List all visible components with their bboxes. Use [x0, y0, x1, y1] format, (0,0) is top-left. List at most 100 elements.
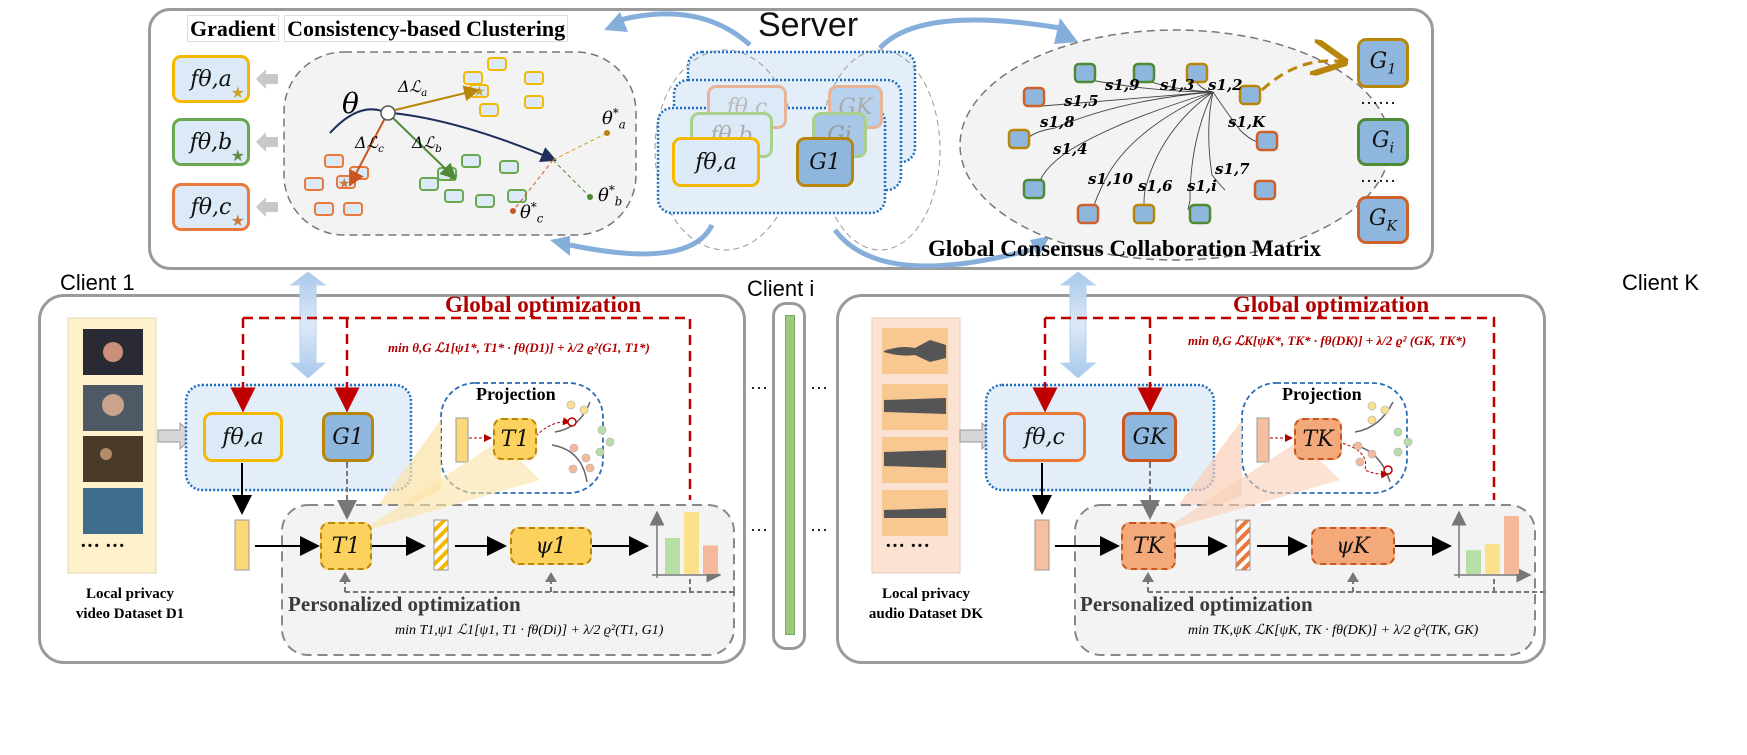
star-icon: ★ — [230, 146, 245, 165]
client-k-personal-panel — [1074, 504, 1536, 656]
theta-point — [380, 105, 396, 121]
optimum-a-sub: a — [618, 117, 626, 132]
client-1-personal-panel — [281, 504, 735, 656]
global-group-k-label: GK — [1368, 205, 1398, 235]
clustering-region — [283, 51, 637, 236]
video-thumbnails — [83, 329, 143, 534]
stack-front-f-label: fθ,a — [695, 149, 737, 175]
stack-front-g-box: G1 — [796, 137, 854, 187]
client-k-projection-t-box: TK — [1294, 418, 1342, 460]
star-icon: ★ — [230, 211, 245, 230]
audio-waveforms — [882, 328, 948, 536]
cluster-model-b: fθ,b★ — [172, 118, 250, 166]
ellipsis: …… — [1360, 88, 1396, 108]
cluster-model-b-label: fθ,b — [189, 129, 233, 155]
output-bar — [1466, 550, 1481, 574]
client-k-g-box: GK — [1122, 412, 1177, 462]
optimum-a-label: θ*a — [602, 106, 626, 132]
client-k-t-label: TK — [1132, 533, 1165, 559]
global-group-i: Gi — [1357, 118, 1409, 166]
client-k-title: Client K — [1622, 270, 1700, 295]
delta-c-sub: c — [378, 143, 384, 156]
gray-arrow-icons — [256, 69, 278, 217]
client-1-psi-box: ψ1 — [510, 527, 592, 565]
similarity-label: s1,6 — [1138, 177, 1173, 195]
similarity-label: s1,i — [1187, 177, 1217, 195]
optimum-c-text: θ — [520, 202, 531, 223]
star-icon: ★ — [338, 177, 351, 192]
similarity-label: s1,5 — [1064, 92, 1099, 110]
similarity-label: s1,10 — [1088, 170, 1133, 188]
cluster-model-c-label: fθ,c — [190, 194, 232, 220]
client-1-personal-opt-title: Personalized optimization — [288, 592, 521, 616]
similarity-label: s1,7 — [1215, 160, 1250, 178]
client-1-g-box: G1 — [322, 412, 374, 462]
client-1-t-box: T1 — [320, 522, 372, 570]
delta-c-label: Δℒc — [355, 133, 384, 155]
similarity-label: s1,K — [1228, 113, 1266, 131]
clustering-title-part2: Consistency-based Clustering — [284, 15, 569, 42]
client-k-dataset-line2: audio Dataset DK — [868, 606, 984, 622]
optimum-b-text: θ — [598, 185, 609, 206]
ellipsis: ··· — [750, 520, 768, 540]
client-1-global-opt-title: Global optimization — [445, 292, 642, 317]
cluster-a-points — [463, 57, 544, 117]
star-icon: ★ — [230, 83, 245, 102]
client-k-f-box: fθ,c — [1003, 412, 1086, 462]
ellipsis: ··· — [810, 378, 828, 398]
client-k-global-opt-title: Global optimization — [1233, 292, 1430, 317]
client-k-f-label: fθ,c — [1024, 424, 1065, 450]
ellipsis: ··· — [750, 378, 768, 398]
client-1-dataset-label: Local privacy video Dataset D1 — [50, 584, 210, 624]
client-k-global-opt-formula: min θ,G ℒK[ψK*, TK* · fθ(DK)] + λ/2 ϱ² (… — [1188, 333, 1467, 348]
client-k-output-bars — [1466, 516, 1519, 574]
client-k-psi-label: ψK — [1336, 533, 1370, 559]
delta-b-label: Δℒb — [412, 133, 442, 155]
cluster-model-c: fθ,c★ — [172, 183, 250, 231]
client-1-personal-opt-formula: min T1,ψ1 ℒ1[ψ1, T1 · fθ(Di)] + λ/2 ϱ²(T… — [395, 623, 664, 638]
similarity-label: s1,8 — [1040, 113, 1075, 131]
client-k-projection-title: Projection — [1282, 384, 1362, 404]
similarity-label: s1,2 — [1208, 76, 1243, 94]
similarity-label: s1,9 — [1105, 76, 1140, 94]
cluster-model-a: fθ,a★ — [172, 55, 250, 103]
client-k-dataset-more: ··· ··· — [885, 535, 931, 557]
client-k-t-box: TK — [1121, 522, 1176, 570]
clustering-title-part1: Gradient — [187, 15, 279, 42]
output-bar — [1485, 543, 1500, 574]
clustering-title: Gradient Consistency-based Clustering — [187, 15, 569, 42]
client-k-g-label: GK — [1132, 424, 1167, 450]
client-1-dataset-line1: Local privacy — [86, 586, 174, 602]
cluster-model-a-label: fθ,a — [190, 66, 232, 92]
optimum-b-label: θ*b — [598, 183, 622, 209]
client-k-dataset-line1: Local privacy — [882, 586, 970, 602]
global-group-1: G1 — [1357, 38, 1409, 88]
client-1-f-label: fθ,a — [222, 424, 264, 450]
server-client-arrows — [289, 271, 1097, 379]
optimum-a-sup: * — [612, 106, 619, 120]
client-1-psi-label: ψ1 — [535, 533, 567, 559]
server-flow-arrows — [569, 11, 1061, 269]
output-bar — [703, 545, 718, 574]
ellipsis: …… — [1360, 166, 1396, 186]
delta-c-text: Δℒ — [355, 133, 379, 152]
output-bar — [1504, 516, 1519, 574]
theta-label: θ — [342, 87, 359, 120]
similarity-label: s1,4 — [1053, 140, 1088, 158]
client-1-t-label: T1 — [331, 533, 361, 559]
consensus-nodes — [1007, 62, 1279, 225]
delta-b-text: Δℒ — [412, 133, 436, 152]
client-1-dataset-more: ··· ··· — [80, 535, 126, 557]
output-bar — [665, 538, 680, 574]
client-i-bar — [785, 315, 795, 635]
client-k-projection-t-label: TK — [1302, 426, 1334, 452]
optimum-b-sup: * — [608, 183, 615, 197]
client-1-projection-title: Projection — [476, 384, 556, 404]
global-group-k: GK — [1357, 196, 1409, 244]
client-1-g-label: G1 — [332, 424, 364, 450]
similarity-label: s1,3 — [1160, 76, 1195, 94]
optimum-b-sub: b — [614, 194, 623, 209]
client-1-dataset-line2: video Dataset D1 — [75, 606, 185, 622]
